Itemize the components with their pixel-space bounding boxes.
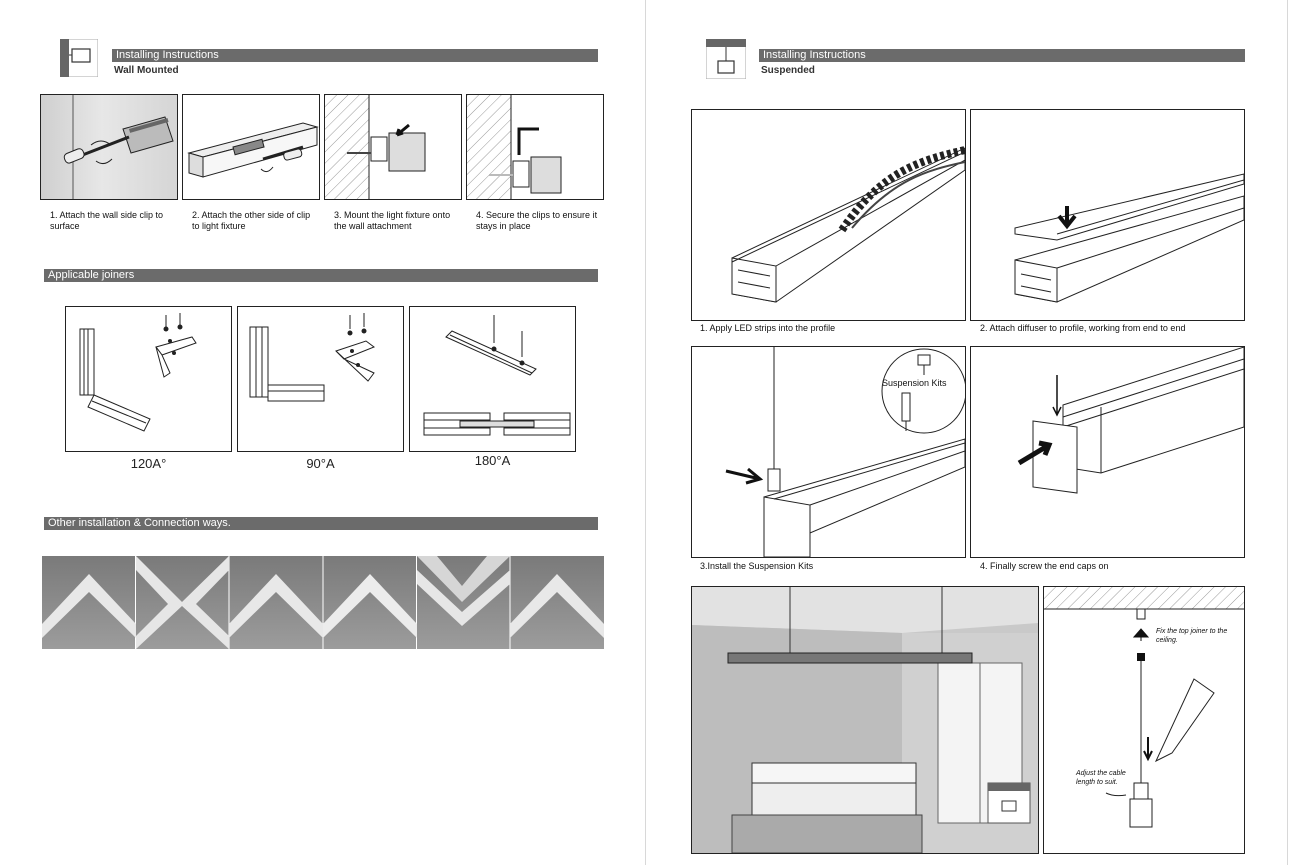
suspended-step-caption-3: 3.Install the Suspension Kits	[700, 561, 814, 571]
step-image-3	[324, 94, 462, 200]
step-image-2	[182, 94, 320, 200]
suspended-step-image-2	[970, 109, 1245, 321]
step-image-1	[40, 94, 178, 200]
step-caption-3: 3. Mount the light fixture onto the wall…	[334, 210, 451, 231]
suspended-step-image-1	[691, 109, 966, 321]
section-subtitle-suspended: Suspended	[761, 65, 815, 76]
section-header-other: Other installation & Connection ways.	[44, 517, 598, 530]
step-caption-1: 1. Attach the wall side clip to surface	[50, 210, 164, 231]
joiner-label-90: 90°A	[306, 456, 335, 471]
connection-photos-strip	[42, 556, 604, 649]
section-header-suspended: Installing Instructions	[759, 49, 1245, 62]
suspension-kits-label: Suspension Kits	[882, 378, 947, 388]
step-caption-2: 2. Attach the other side of clip to ligh…	[192, 210, 311, 231]
wall-mount-icon	[60, 39, 98, 77]
page-edge	[1287, 0, 1288, 865]
note-adjust: Adjust the cable length to suit.	[1076, 770, 1126, 786]
ceiling-detail-image: Fix the top joiner to the ceiling. Adjus…	[1043, 586, 1245, 854]
joiner-180-image	[409, 306, 576, 452]
section-subtitle-wall: Wall Mounted	[114, 65, 179, 76]
room-scene-image	[691, 586, 1039, 854]
note-fix-top: Fix the top joiner to the ceiling.	[1156, 628, 1228, 644]
joiner-label-120: 120A°	[130, 456, 167, 471]
suspended-step-image-3: Suspension Kits	[691, 346, 966, 558]
section-header-joiners: Applicable joiners	[44, 269, 598, 282]
joiner-90-image	[237, 306, 404, 452]
page-divider	[645, 0, 646, 865]
suspended-step-caption-2: 2. Attach diffuser to profile, working f…	[980, 323, 1186, 333]
suspended-step-image-4	[970, 346, 1245, 558]
section-header-wall: Installing Instructions	[112, 49, 598, 62]
step-image-4	[466, 94, 604, 200]
joiner-label-180: 180°A	[474, 453, 511, 468]
step-caption-4: 4. Secure the clips to ensure it stays i…	[476, 210, 598, 231]
suspended-icon	[706, 39, 746, 79]
joiner-120-image	[65, 306, 232, 452]
suspended-step-caption-1: 1. Apply LED strips into the profile	[700, 323, 836, 333]
suspended-step-caption-4: 4. Finally screw the end caps on	[980, 561, 1109, 571]
